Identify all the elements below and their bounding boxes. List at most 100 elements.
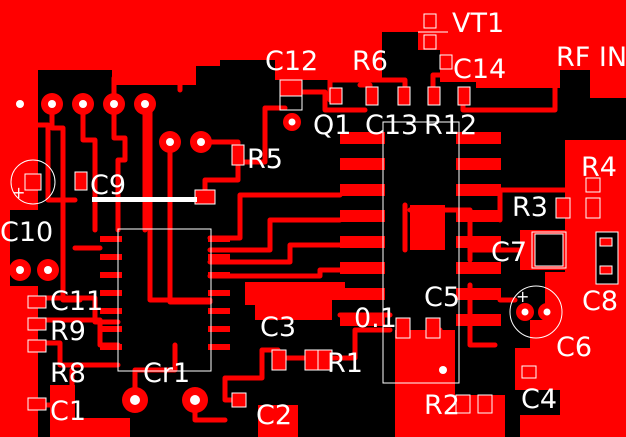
u2-pad-l6 [340, 262, 385, 274]
c10-pad-b-hole [44, 266, 52, 274]
trace-21 [132, 342, 178, 403]
u1-pad-l3 [100, 272, 122, 278]
j1-hole-1 [16, 100, 24, 108]
header-j1 [9, 93, 156, 115]
q01-pad-a [395, 317, 411, 339]
u2-pad-r5 [456, 236, 501, 248]
c6-plus: + [516, 287, 529, 306]
label-r12: R12 [424, 110, 477, 141]
ic-u1 [100, 228, 230, 372]
trace-17 [25, 295, 121, 325]
label-rf-in: RF IN [556, 42, 626, 73]
j1-hole-4 [110, 100, 118, 108]
c3-pad [271, 349, 287, 371]
u2-pad-r3 [456, 184, 501, 196]
c8-small-pad [599, 237, 613, 247]
trace-8 [167, 139, 213, 305]
j1-hole-3 [79, 100, 87, 108]
r6-pad-a [365, 86, 379, 106]
r2-pad-b [477, 394, 493, 414]
u1-pad-l7 [100, 344, 122, 350]
label-c1: C1 [50, 396, 86, 427]
label-c2: C2 [256, 400, 292, 431]
label-cr1: Cr1 [143, 358, 190, 389]
trace-4 [111, 101, 128, 233]
u2-outline [382, 121, 460, 384]
c6-pad-a-hole [521, 308, 529, 316]
label-c4: C4 [521, 384, 557, 415]
c10-pad-sq [24, 173, 42, 191]
u1-pad-l5 [100, 308, 122, 314]
label-r6: R6 [352, 46, 388, 77]
cr1-pad-b-hole [190, 395, 200, 405]
c9-silk-bar [92, 197, 197, 202]
u1-pad-l6 [100, 326, 122, 332]
label-r5: R5 [247, 144, 283, 175]
label-c9: C9 [90, 170, 126, 201]
label-r9: R9 [50, 316, 86, 347]
u1-pad-r4 [208, 290, 230, 296]
r4-pad [585, 177, 601, 193]
label-c11: C11 [50, 286, 103, 317]
u2-pad-r8 [456, 314, 501, 326]
label-c7: C7 [491, 237, 527, 268]
label-vt1: VT1 [452, 8, 504, 39]
u2-pad-r1 [456, 132, 501, 144]
u1-pad-l1 [100, 236, 122, 242]
trace-10 [202, 152, 241, 201]
label-r2: R2 [424, 390, 460, 421]
j1-hole-5 [141, 100, 149, 108]
u1-pad-r2 [208, 254, 230, 260]
trace-3 [80, 101, 98, 233]
u2-pad-l4 [340, 210, 385, 222]
c10-pad-a-hole [16, 266, 24, 274]
cr1-pad-a-hole [130, 395, 140, 405]
label-c8: C8 [582, 286, 618, 317]
u2-pad-l5 [340, 236, 385, 248]
r6-pad-b [397, 86, 411, 106]
u1-pad-l2 [100, 254, 122, 260]
trace-12 [207, 192, 343, 241]
c1-pad [27, 397, 47, 411]
trace-5 [111, 75, 183, 107]
r3-pad-b [585, 197, 601, 219]
label-c14: C14 [453, 54, 506, 85]
q1-pad-hole [288, 118, 296, 126]
silkscreen [10, 31, 567, 339]
u2-pad-l1 [340, 132, 385, 144]
u2-pad-r2 [456, 158, 501, 170]
c12-pad-b [329, 87, 343, 105]
trace-37 [467, 282, 498, 348]
u2-pad-r6 [456, 262, 501, 274]
label-c10: C10 [0, 217, 53, 248]
u2-pad-l2 [340, 158, 385, 170]
vt1-pad-2 [423, 34, 437, 50]
c10-outline [10, 159, 56, 205]
u1-pad-r1 [208, 236, 230, 242]
c12-pad-a [279, 79, 303, 97]
label-c5: C5 [424, 282, 460, 313]
c9-pad-b [194, 189, 216, 205]
u2-pad-l3 [340, 184, 385, 196]
j1-hole-2 [48, 100, 56, 108]
r8-pad [27, 339, 47, 353]
c9-pad [74, 171, 88, 191]
trace-11 [235, 105, 288, 165]
r3-pad-a [555, 197, 571, 219]
trace-15 [207, 267, 343, 279]
u2-pad-l8 [340, 314, 385, 326]
trace-27 [292, 89, 368, 113]
label-q1: Q1 [313, 110, 351, 141]
r5-pad-b-hole [197, 138, 205, 146]
r12-pad [457, 86, 471, 106]
r5-pad-a-hole [166, 138, 174, 146]
c4-pad [521, 365, 537, 379]
u2-pad-r7 [456, 288, 501, 300]
c2-pour [258, 405, 298, 437]
vt1-pad [423, 13, 437, 29]
u2-pad-l7 [340, 288, 385, 300]
bottom-edge-strip [75, 418, 130, 437]
u1-pad-r3 [208, 272, 230, 278]
